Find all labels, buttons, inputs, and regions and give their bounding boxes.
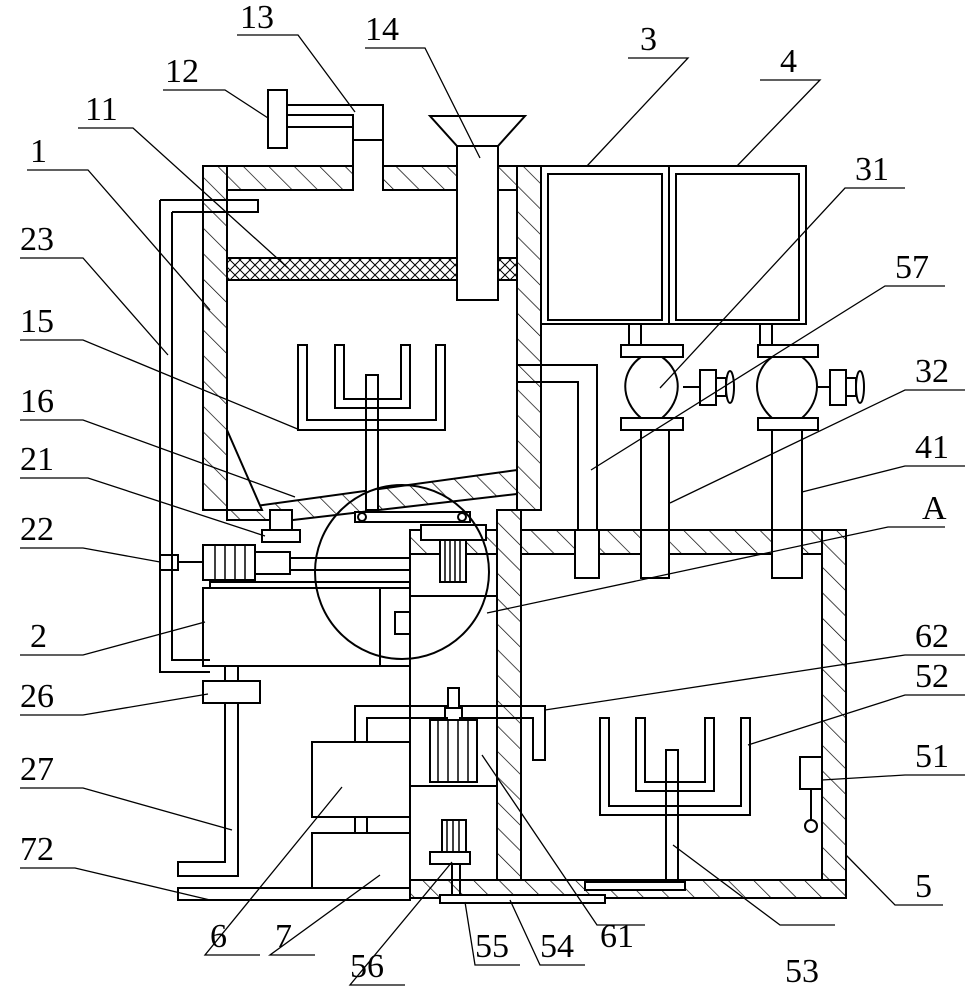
label-14: 14 [365,11,399,48]
label-57: 57 [895,249,929,286]
label-2: 2 [30,618,47,655]
stirrer-52 [584,717,751,891]
tank-4-outlet [669,323,773,346]
stirrer-motor-mount [354,511,471,523]
feed-funnel [427,115,528,301]
label-56: 56 [350,948,384,985]
return-pipe [159,199,259,673]
label-5: 5 [915,868,932,905]
label-13: 13 [240,0,274,36]
label-22: 22 [20,511,54,548]
label-1: 1 [30,133,47,170]
tank-3-outlet [541,323,642,346]
motor-61 [354,687,546,826]
label-12: 12 [165,53,199,90]
label-54: 54 [540,928,574,965]
base-plate [177,887,411,901]
leader-lines [20,34,965,986]
label-31: 31 [855,151,889,188]
label-23: 23 [20,221,54,258]
inlet-31 [640,529,670,579]
label-27: 27 [20,751,54,788]
label-21: 21 [20,441,54,478]
tank-4 [668,165,807,325]
label-62: 62 [915,618,949,655]
box-6-7-link [354,817,368,833]
label-51: 51 [915,738,949,775]
label-A: A [922,490,947,527]
label-26: 26 [20,678,54,715]
exhaust-pipe [267,89,384,190]
detail-circle-A [314,484,490,660]
discharge-port [261,509,301,543]
label-52: 52 [915,658,949,695]
box-2 [159,544,411,667]
label-53: 53 [785,953,819,990]
label-7: 7 [275,918,292,955]
tank-3 [540,165,670,325]
level-sensor [799,756,823,833]
label-55: 55 [475,928,509,965]
label-72: 72 [20,831,54,868]
label-6: 6 [210,918,227,955]
filter-screen [226,257,518,281]
motor-56 [429,819,606,904]
labels: 1 2 3 4 5 6 7 11 12 13 14 15 16 21 22 23… [20,0,949,990]
label-16: 16 [20,383,54,420]
inlet-57 [574,529,600,579]
label-11: 11 [85,91,118,128]
label-4: 4 [780,43,797,80]
label-61: 61 [600,918,634,955]
stirrer-15 [297,344,446,511]
label-15: 15 [20,303,54,340]
inlet-41 [771,529,803,579]
label-32: 32 [915,353,949,390]
pump-26 [177,666,261,877]
label-3: 3 [640,21,657,58]
label-41: 41 [915,429,949,466]
